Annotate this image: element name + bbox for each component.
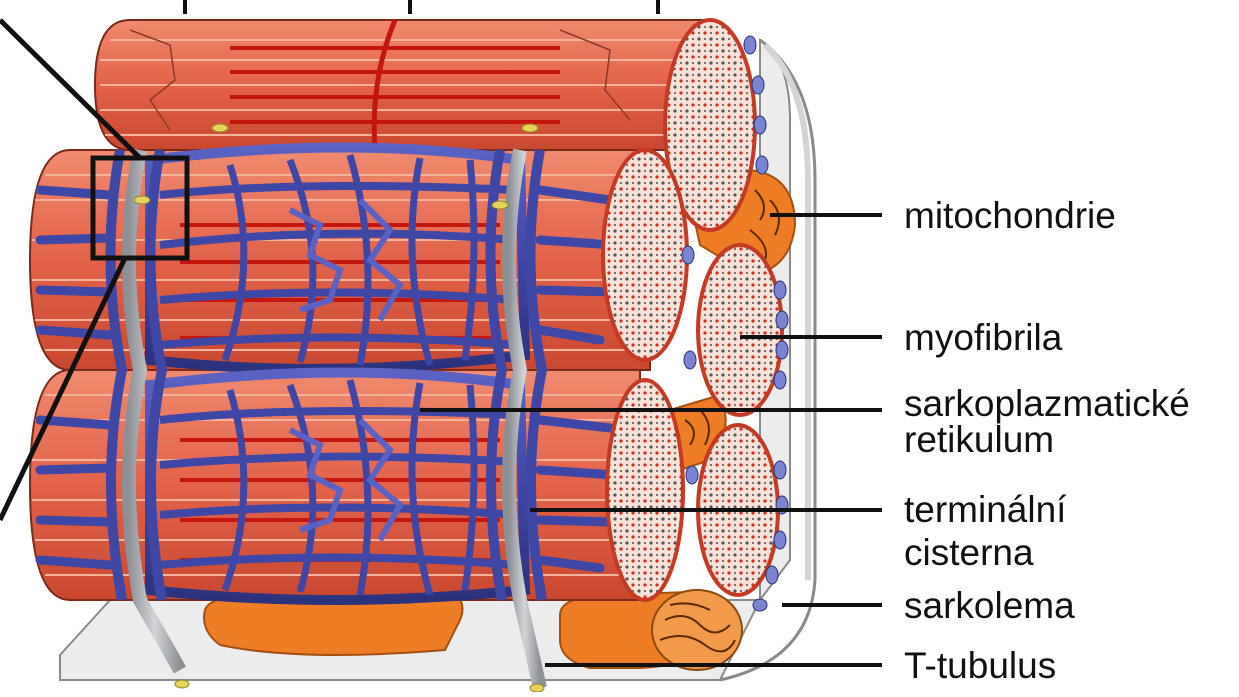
label-sarkolema: sarkolema — [904, 585, 1075, 626]
label-mitochondrie: mitochondrie — [904, 195, 1116, 236]
label-retikulum: retikulum — [904, 419, 1054, 460]
label-terminalni: terminální — [904, 489, 1067, 530]
labels: mitochondrie myofibrila sarkoplazmatické… — [904, 195, 1190, 686]
label-sarkoplazmaticke: sarkoplazmatické — [904, 383, 1190, 424]
label-cisterna: cisterna — [904, 532, 1034, 573]
myofibril-top — [95, 20, 710, 150]
mitochondrion-bottom-right — [560, 590, 742, 670]
label-myofibrila: myofibrila — [904, 317, 1063, 358]
label-t-tubulus: T-tubulus — [904, 645, 1056, 686]
